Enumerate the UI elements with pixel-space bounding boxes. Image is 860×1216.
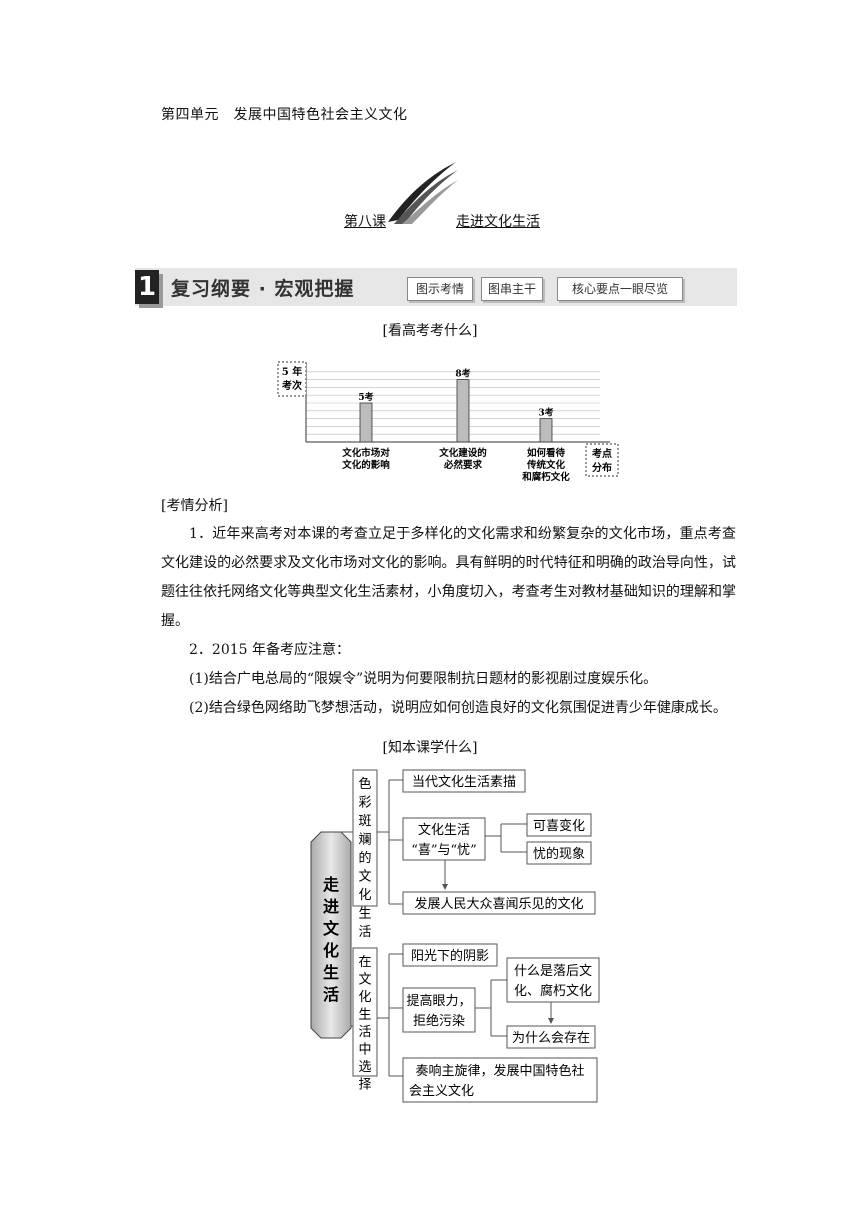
tab-core-points[interactable]: 核心要点一眼尽览 xyxy=(557,277,683,301)
lesson-name: 走进文化生活 xyxy=(456,214,540,230)
branch2-label-char: 中 xyxy=(358,1043,371,1058)
branch1-label-char: 生 xyxy=(358,907,371,922)
analysis-paragraph-2: 2．2015 年备考应注意： xyxy=(189,642,350,658)
branch1-label-char: 的 xyxy=(358,850,371,866)
b2-item2-line1: 提高眼力， xyxy=(406,993,471,1009)
banner-number: 1 xyxy=(135,270,159,304)
branch2-label-char: 生 xyxy=(358,1008,371,1023)
section-heading-learn: [知本课学什么] xyxy=(382,740,478,756)
root-label-char: 生 xyxy=(323,963,339,982)
branch2-label-box xyxy=(352,947,378,1077)
x-label-box xyxy=(585,443,619,477)
b1-item1: 当代文化生活素描 xyxy=(412,775,516,790)
branch2-label-char: 活 xyxy=(358,1025,371,1040)
y-label-line-2: 考次 xyxy=(282,379,302,392)
category-label: 文化市场对 xyxy=(341,447,390,459)
bar xyxy=(359,402,373,443)
root-label-char: 化 xyxy=(323,941,339,960)
b2-sub1-line2: 化、腐朽文化 xyxy=(514,984,592,999)
branch1-label-char: 色 xyxy=(358,776,371,792)
category-label: 文化的影响 xyxy=(341,459,390,471)
bar-value-label: 8考 xyxy=(455,368,470,380)
root-label-char: 进 xyxy=(323,897,339,916)
root-label-char: 走 xyxy=(322,875,339,894)
bar xyxy=(539,418,553,443)
bar-value-label: 5考 xyxy=(358,391,373,403)
branch2-label-char: 在 xyxy=(358,955,371,970)
b1-item1-box xyxy=(402,769,526,793)
analysis-paragraph-3: (1)结合广电总局的“限娱令”说明为何要限制抗日题材的影视剧过度娱乐化。 xyxy=(189,671,658,687)
b2-item3-line1: 奏响主旋律，发展中国特色社 xyxy=(415,1063,584,1079)
branch1-label-char: 文 xyxy=(358,870,371,885)
b1-item2-line2: “喜”与“忧” xyxy=(411,843,477,858)
analysis-heading: [考情分析] xyxy=(161,498,228,514)
branch1-label-char: 彩 xyxy=(358,796,371,811)
chart-grid xyxy=(306,371,600,435)
root-label-char: 文 xyxy=(323,919,340,938)
b1-item2-box xyxy=(402,817,486,861)
branch1-label-box xyxy=(352,769,378,907)
branch2-label-char: 选 xyxy=(358,1060,371,1075)
exam-frequency-chart: 5 年 考次 考点 分布 5考 8考 3考 文化市场对文化的影响 文化建设的必然要求 如… xyxy=(277,361,619,483)
analysis-paragraph-4: (2)结合绿色网络助飞梦想活动，说明应如何创造良好的文化氛围促进青少年健康成长。 xyxy=(189,700,727,716)
lesson-number: 第八课 xyxy=(344,214,386,230)
branch1-label-char: 化 xyxy=(358,888,371,903)
branch2-label-char: 化 xyxy=(358,990,371,1005)
b1-sub2: 忧的现象 xyxy=(533,846,585,862)
review-banner: 1 复习纲要 · 宏观把握 图示考情 图串主干 核心要点一眼尽览 xyxy=(135,268,737,308)
y-label-line-1: 5 年 xyxy=(282,365,302,378)
b1-sub1: 可喜变化 xyxy=(533,818,585,834)
analysis-paragraph-1: 1．近年来高考对本课的考查立足于多样化的文化需求和纷繁复杂的文化市场，重点考查文… xyxy=(161,526,736,629)
b2-item1-box xyxy=(402,943,498,967)
branch2-label-char: 择 xyxy=(358,1078,371,1093)
banner-title: 复习纲要 · 宏观把握 xyxy=(171,278,355,300)
b1-item3: 发展人民大众喜闻乐见的文化 xyxy=(414,896,583,912)
b2-sub2-box xyxy=(506,1025,596,1049)
category-label: 必然要求 xyxy=(443,459,483,471)
root-label-char: 活 xyxy=(323,985,339,1004)
unit-title: 第四单元 发展中国特色社会主义文化 xyxy=(161,107,408,123)
category-label: 如何看待 xyxy=(527,447,566,459)
swoosh-decoration-icon xyxy=(388,162,458,224)
branch2-label-char: 文 xyxy=(358,973,371,988)
root-node xyxy=(310,831,352,1039)
category-label: 和腐朽文化 xyxy=(521,471,570,483)
b2-item3-box xyxy=(402,1057,598,1103)
x-label-line-1: 考点 xyxy=(592,447,612,460)
b1-item2-line1: 文化生活 xyxy=(418,823,470,838)
bar-value-label: 3考 xyxy=(538,407,553,419)
category-label: 文化建设的 xyxy=(438,447,487,459)
b2-sub2: 为什么会存在 xyxy=(512,1031,590,1046)
category-label: 传统文化 xyxy=(526,459,566,471)
section-heading-exam: [看高考考什么] xyxy=(382,323,478,339)
tab-exam-situation[interactable]: 图示考情 xyxy=(407,277,473,301)
b2-item2-box xyxy=(402,987,476,1033)
branch1-label-char: 斑 xyxy=(358,814,371,829)
b2-sub1-box xyxy=(506,957,600,1003)
tab-main-thread[interactable]: 图串主干 xyxy=(481,277,543,301)
b1-sub2-box xyxy=(526,841,592,865)
b1-item3-box xyxy=(402,891,596,915)
bar xyxy=(456,379,470,443)
branch1-label-char: 斓 xyxy=(358,833,371,848)
x-label-line-2: 分布 xyxy=(592,461,612,474)
b2-item1: 阳光下的阴影 xyxy=(411,948,489,964)
y-label-box xyxy=(277,361,307,397)
b2-item3-line2: 会主义文化 xyxy=(409,1084,474,1099)
b2-item2-line2: 拒绝污染 xyxy=(413,1013,465,1029)
b2-sub1-line1: 什么是落后文 xyxy=(514,964,592,979)
branch1-label-char: 活 xyxy=(358,925,371,940)
b1-sub1-box xyxy=(526,813,592,837)
